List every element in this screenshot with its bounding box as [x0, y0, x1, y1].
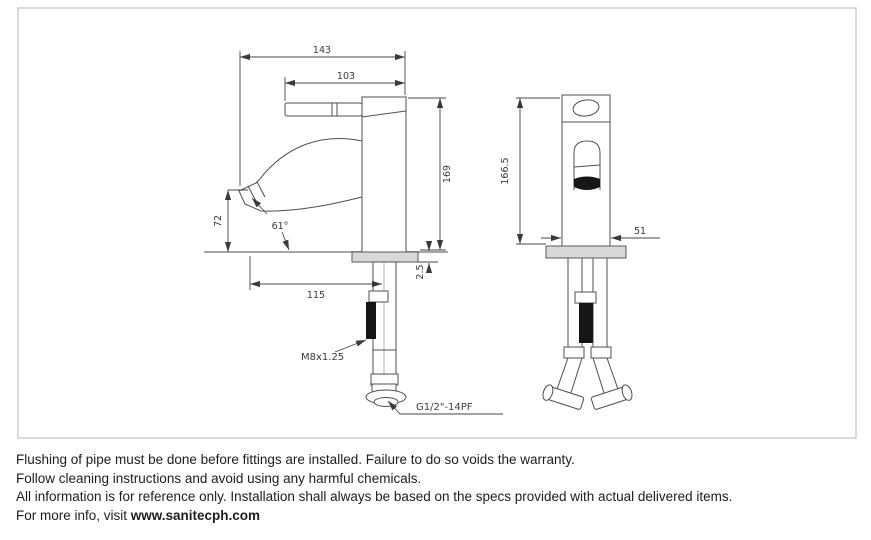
side-view-thread-stud	[366, 302, 376, 339]
note-line-1: Flushing of pipe must be done before fit…	[16, 452, 575, 467]
dim-spout-height: 72	[213, 189, 248, 252]
annotation-inlet-thread: G1/2"-14PF	[387, 400, 503, 415]
dim-deck-plate-thickness-label: 2.5	[415, 264, 426, 279]
front-view-body	[561, 94, 611, 248]
dim-body-height-label: 169	[442, 165, 453, 183]
front-view-thread-stud	[579, 303, 593, 343]
annotation-mounting-thread: M8x1.25	[301, 339, 367, 363]
side-view-shank	[366, 261, 399, 389]
front-view-hose-fittings	[542, 384, 633, 410]
mounting-thread-label: M8x1.25	[301, 352, 344, 363]
note-footer-text: For more info, visit	[16, 507, 131, 523]
dim-handle-width-label: 103	[337, 71, 355, 82]
side-view-base-plate	[351, 251, 419, 263]
front-view-base-plate	[545, 245, 627, 259]
dim-spout-angle: 61°	[251, 197, 290, 251]
note-footer-url: www.sanitecph.com	[130, 507, 261, 523]
front-view-handle-top	[572, 99, 600, 117]
inlet-thread-label: G1/2"-14PF	[416, 402, 473, 413]
front-view-spout-outlet	[573, 140, 601, 190]
dim-deck-plate-thickness: 2.5	[415, 241, 438, 280]
dim-body-width: 51	[541, 226, 660, 242]
dim-overall-width-label: 143	[313, 45, 331, 56]
side-view-inlet-connector	[365, 383, 407, 407]
front-view-supply-tubes	[555, 258, 620, 397]
side-view-body	[361, 96, 407, 253]
dim-spout-angle-label: 61°	[272, 221, 289, 232]
side-view-handle-lever	[284, 102, 363, 117]
side-view-spout	[238, 138, 363, 212]
dim-body-width-label: 51	[634, 226, 646, 237]
dim-overall-width: 143	[239, 45, 406, 186]
dim-overall-height: 166.5	[500, 97, 560, 245]
dim-spout-reach-label: 115	[307, 290, 325, 301]
notes-block: Flushing of pipe must be done before fit…	[16, 451, 732, 525]
note-line-2: Follow cleaning instructions and avoid u…	[16, 470, 422, 486]
note-footer: For more info, visit www.sanitecph.com	[16, 507, 732, 526]
note-line-3: All information is for reference only. I…	[16, 489, 733, 505]
front-view: 166.5 51	[500, 94, 660, 410]
dim-spout-height-label: 72	[213, 215, 224, 227]
dim-spout-reach: 115	[249, 256, 382, 301]
side-view: 143 103 169 72	[204, 45, 503, 415]
front-view-aerator	[574, 176, 600, 190]
dim-body-height: 169	[408, 97, 453, 251]
dim-overall-height-label: 166.5	[500, 157, 511, 184]
dim-handle-width: 103	[284, 71, 405, 101]
technical-drawing: 143 103 169 72	[17, 7, 857, 439]
drawing-border	[17, 7, 857, 439]
